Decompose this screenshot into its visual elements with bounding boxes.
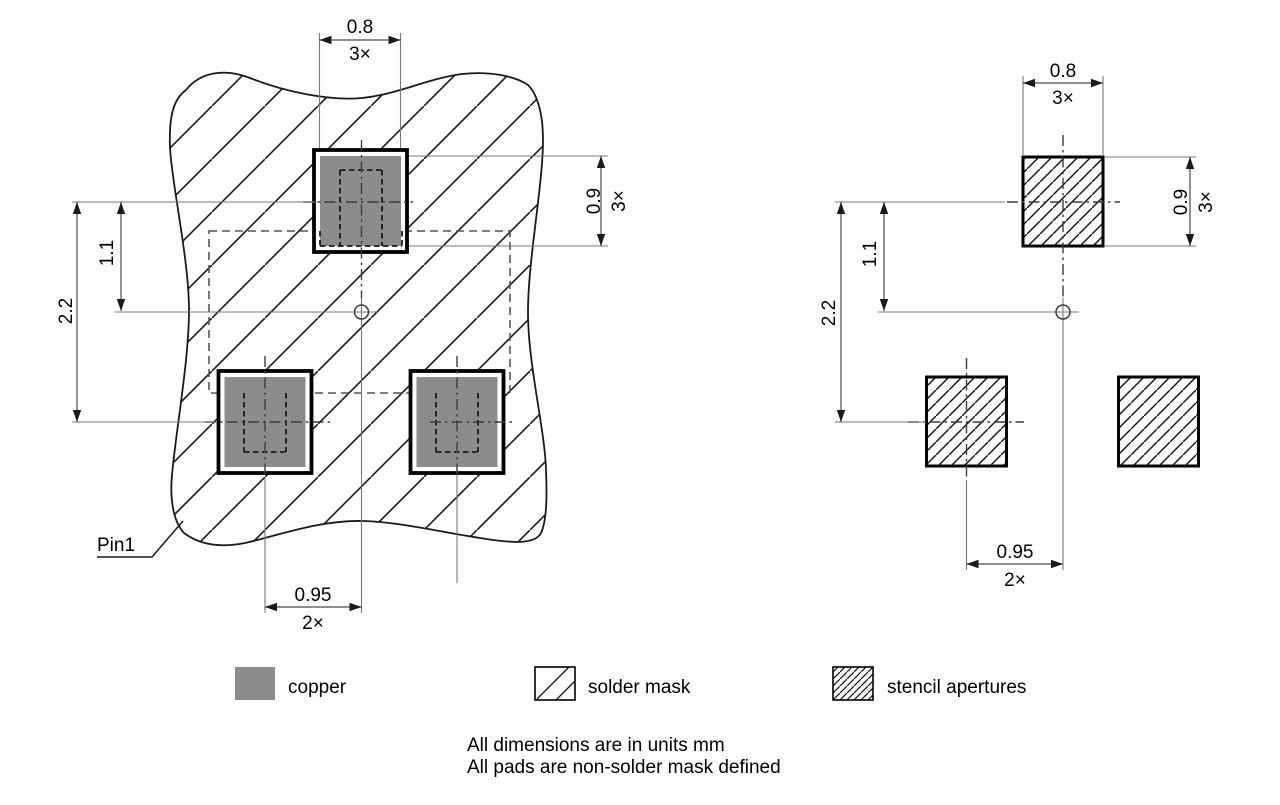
pad-top-copper [320,156,401,246]
dim-pad-height-count: 3× [1196,191,1217,213]
right-dim-pad-height: 0.9 3× [1105,156,1217,247]
dim-pad-pitch-count: 2× [302,613,324,634]
legend-item-solder-mask: solder mask [534,666,691,701]
dim-pad-pitch-value: 0.95 [997,542,1034,563]
extension-lines [835,201,1052,423]
right-dim-center-offset: 1.1 [835,201,1052,423]
origin-circle [353,304,370,320]
arrowhead [596,234,606,246]
left-dim-pad-height: 0.9 3× [409,155,630,247]
dim-pad-pitch-value: 0.95 [295,585,332,606]
left-centerlines [205,140,512,613]
notes: All dimensions are in units mm All pads … [467,735,781,778]
right-origin-marker [1048,304,1079,320]
arrowhead [265,602,277,612]
dim-pad-width-count: 3× [1052,88,1074,109]
stencil-apertures-label: stencil apertures [887,677,1026,698]
arrowhead [879,202,889,214]
left-dim-row-pitch: 2.2 [56,202,82,422]
arrowhead [836,202,846,214]
right-view-stencil-pattern: 0.8 3× 0.9 3× 1.1 2.2 [819,61,1217,591]
note-units: All dimensions are in units mm [467,735,725,756]
right-centerlines [908,135,1120,570]
arrowhead [116,202,126,214]
arrowhead [388,35,401,45]
pin1-callout: Pin1 [97,520,184,558]
dim-row-pitch-value: 2.2 [56,298,77,324]
arrowhead [72,410,82,422]
dim-pad-pitch-count: 2× [1004,570,1026,591]
stencil-swatch [832,666,874,701]
aperture-br [1117,375,1200,468]
origin-circle [1055,304,1071,320]
right-dim-pad-width: 0.8 3× [1022,61,1104,155]
arrowhead [72,202,82,214]
solder-mask-swatch-hatch [536,666,576,701]
extension-lines [72,201,352,423]
arrowhead [596,156,606,168]
dim-pad-height-count: 3× [609,190,630,212]
legend-item-stencil-apertures: stencil apertures [832,666,1026,701]
extension-lines [409,155,608,247]
right-dim-pad-pitch: 0.95 2× [966,542,1063,591]
left-dim-pad-width: 0.8 3× [318,17,402,148]
copper-label: copper [288,677,347,698]
solder-mask-label: solder mask [588,677,691,698]
arrowhead [1185,234,1195,246]
copper-swatch [235,667,275,700]
legend-item-copper: copper [235,667,347,700]
right-dim-row-pitch: 2.2 [819,202,846,422]
left-dim-center-offset: 1.1 [72,201,352,423]
arrowhead [1091,78,1103,88]
dim-center-offset-value: 1.1 [97,240,118,266]
arrowhead [349,602,362,612]
extension-lines [1022,76,1104,155]
arrowhead [1023,78,1035,88]
arrowhead [836,410,846,422]
dim-center-offset-value: 1.1 [860,241,881,267]
note-mask-defined: All pads are non-solder mask defined [467,757,781,778]
solder-mask-hatch [169,72,547,546]
dim-pad-height-value: 0.9 [584,188,605,214]
copper-pad-top [312,148,409,254]
arrowhead [879,299,889,311]
left-dim-pad-pitch: 0.95 2× [265,585,362,634]
stencil-aperture-bottom-right [1117,375,1200,468]
arrowhead [1185,157,1195,169]
dim-pad-width-count: 3× [349,44,371,65]
arrowhead [116,299,126,311]
extension-lines [1105,156,1196,247]
solder-mask-region [168,71,548,547]
dim-row-pitch-value: 2.2 [819,300,840,326]
dim-pad-width-value: 0.8 [347,17,373,38]
left-view-copper-pattern: 0.8 3× 0.9 3× 1.1 2.2 [56,17,630,634]
arrowhead [1051,559,1063,569]
pin1-leader-line [97,520,184,558]
dim-pad-height-value: 0.9 [1171,189,1192,215]
dim-pad-width-value: 0.8 [1050,61,1076,82]
pin1-label: Pin1 [97,535,135,556]
extension-lines [318,33,402,148]
legend: copper solder mask stencil apertures [235,666,1026,701]
arrowhead [319,35,332,45]
arrowhead [966,559,979,569]
